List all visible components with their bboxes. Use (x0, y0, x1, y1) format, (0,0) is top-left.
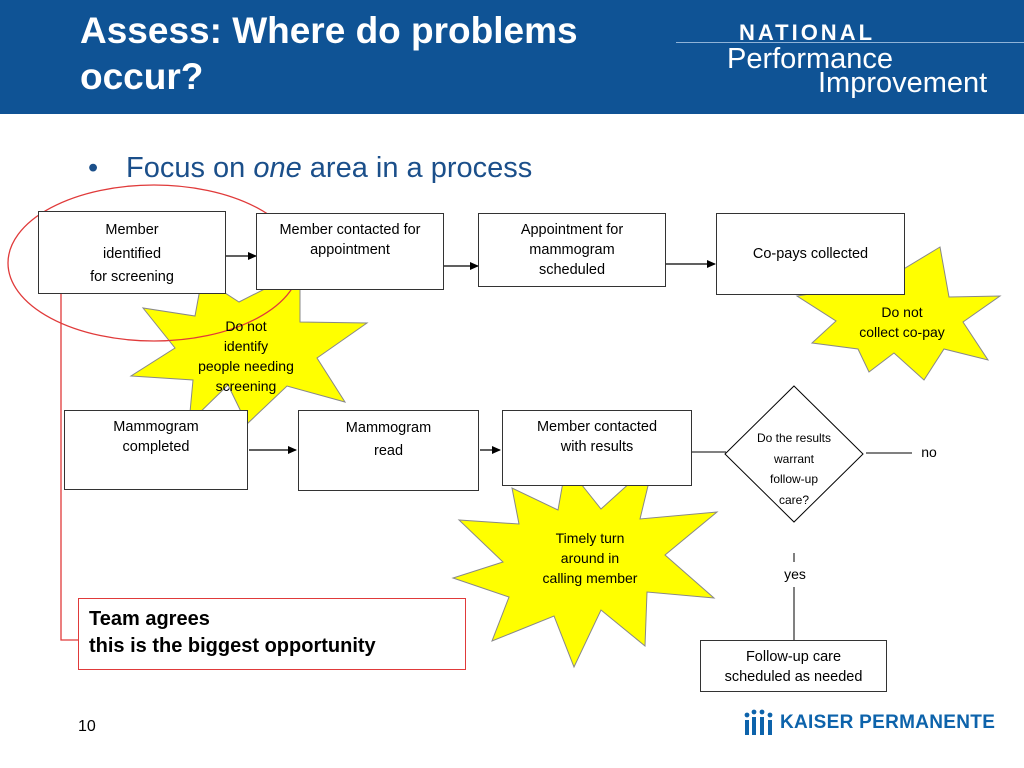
problem-identify-line: screening (215, 378, 277, 394)
logo-national: NATIONAL (739, 20, 876, 45)
bullet-marker: • (88, 152, 99, 184)
bullet-text: Focus on one area in a process (126, 152, 532, 185)
decision-label-line: Do the results (756, 431, 832, 445)
logo-performance: Performance (727, 43, 894, 75)
step-followup-care-line: Follow-up care (745, 649, 842, 665)
step-mammogram-completed-line: completed (122, 439, 190, 455)
problem-identify-line: Do not (225, 318, 267, 334)
step-member-contacted-results-line: Member contacted (536, 419, 658, 435)
step-appointment-scheduled-line: Appointment for (520, 222, 624, 238)
highlight-connector (60, 292, 78, 641)
slide-title: Assess: Where do problems occur? (80, 10, 578, 97)
step-member-contacted-line: Member contacted for (279, 222, 421, 238)
step-mammogram-completed-line: Mammogram (113, 419, 199, 435)
label-yes: yes (784, 566, 806, 582)
logo-improvement: Improvement (818, 67, 988, 99)
step-mammogram-read-line: read (373, 443, 404, 459)
page-number: 10 (78, 718, 96, 735)
team-callout: Team agrees this is the biggest opportun… (78, 598, 466, 670)
problem-copay-line: collect co-pay (859, 324, 945, 340)
problem-copay-line: Do not (881, 304, 923, 320)
bullet-text-emphasis: one (253, 152, 302, 184)
header-bar: Assess: Where do problems occur? NATIONA… (0, 0, 1024, 114)
kaiser-logo-text: KAISER PERMANENTE (780, 712, 996, 733)
bullet-text-after: area in a process (301, 152, 533, 184)
problem-turnaround-line: around in (560, 550, 620, 566)
step-member-contacted-line: appointment (310, 242, 390, 258)
team-callout-line: this is the biggest opportunity (89, 635, 376, 657)
step-member-identified: Member identified for screening (38, 211, 226, 294)
step-member-contacted-results: Member contacted with results (502, 410, 692, 486)
step-member-contacted-results-line: with results (560, 439, 634, 455)
step-mammogram-read-line: Mammogram (345, 420, 432, 436)
step-member-contacted: Member contacted for appointment (256, 213, 444, 290)
starburst-turnaround (451, 459, 719, 669)
problem-identify-line: people needing (198, 358, 294, 374)
step-followup-care: Follow-up care scheduled as needed (700, 640, 887, 692)
step-appointment-scheduled-line: scheduled (538, 262, 606, 278)
problem-turnaround-line: calling member (542, 570, 638, 586)
problem-copay: Do not collect co-pay (846, 302, 958, 342)
problem-identify: Do not identify people needing screening (176, 316, 316, 396)
decision-label-line: warrant (773, 451, 814, 466)
decision-label: Do the results warrant follow-up care? (744, 428, 844, 510)
step-copays-collected-line: Co-pays collected (752, 246, 869, 262)
step-appointment-scheduled: Appointment for mammogram scheduled (478, 213, 666, 287)
step-member-identified-line: Member (105, 222, 159, 238)
problem-identify-line: identify (223, 338, 269, 354)
kaiser-logo: KAISER PERMANENTE (742, 708, 995, 738)
kaiser-logo-icon (744, 709, 773, 735)
label-no: no (921, 444, 937, 460)
step-followup-care-line: scheduled as needed (724, 669, 863, 685)
step-copays-collected: Co-pays collected (716, 213, 905, 295)
step-appointment-scheduled-line: mammogram (529, 242, 615, 258)
problem-turnaround-line: Timely turn (555, 530, 625, 546)
decision-label-line: care? (778, 492, 810, 507)
step-member-identified-line: identified (102, 245, 162, 262)
step-member-identified-line: for screening (90, 269, 174, 285)
problem-turnaround: Timely turn around in calling member (525, 528, 655, 588)
bullet-text-before: Focus on (126, 152, 254, 184)
step-mammogram-read: Mammogram read (298, 410, 479, 491)
team-callout-line: Team agrees (89, 608, 210, 630)
logo-rule (676, 42, 1024, 43)
decision-label-line: follow-up (769, 472, 819, 486)
decision-diamond (724, 385, 864, 523)
step-mammogram-completed: Mammogram completed (64, 410, 248, 490)
